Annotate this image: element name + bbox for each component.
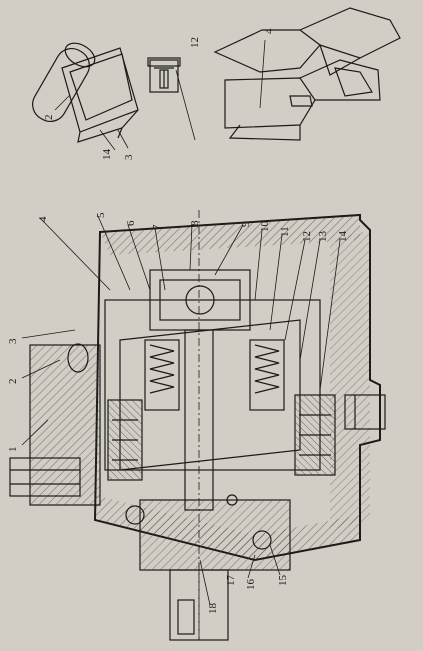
callout-12: 12 xyxy=(301,231,313,242)
callout-13: 13 xyxy=(317,231,329,243)
callout-10: 10 xyxy=(259,221,271,233)
callout-2: 2 xyxy=(7,379,19,385)
detail-callout-12: 12 xyxy=(189,37,201,48)
detail-callout-3: 3 xyxy=(123,154,135,160)
callout-18: 18 xyxy=(207,603,219,615)
callout-9: 9 xyxy=(240,221,252,227)
detail-piston-12 xyxy=(147,57,181,93)
callouts-detail: 2 3 4 12 14 xyxy=(43,28,275,160)
callout-11: 11 xyxy=(279,226,291,237)
callout-6: 6 xyxy=(125,220,137,226)
callout-3: 3 xyxy=(7,338,19,344)
main-section xyxy=(9,210,386,641)
detail-callout-14: 14 xyxy=(101,149,113,161)
callout-15: 15 xyxy=(277,575,289,587)
callout-1: 1 xyxy=(7,447,19,453)
callout-16: 16 xyxy=(245,579,257,591)
callout-7: 7 xyxy=(151,224,163,230)
callout-8: 8 xyxy=(189,220,201,226)
callout-14: 14 xyxy=(337,231,349,243)
callout-5: 5 xyxy=(95,212,107,218)
callout-4: 4 xyxy=(37,216,49,222)
detail-cylinder-2 xyxy=(32,42,96,123)
leader-lines xyxy=(21,39,341,606)
detail-plate-4 xyxy=(213,7,401,141)
detail-callout-2: 2 xyxy=(43,115,55,121)
callouts-main: 1 2 3 4 5 6 7 8 9 10 11 12 13 14 15 16 1… xyxy=(7,212,349,614)
callout-17: 17 xyxy=(225,575,237,587)
detail-shoe-3 xyxy=(61,47,139,143)
detail-callout-4: 4 xyxy=(263,28,275,34)
